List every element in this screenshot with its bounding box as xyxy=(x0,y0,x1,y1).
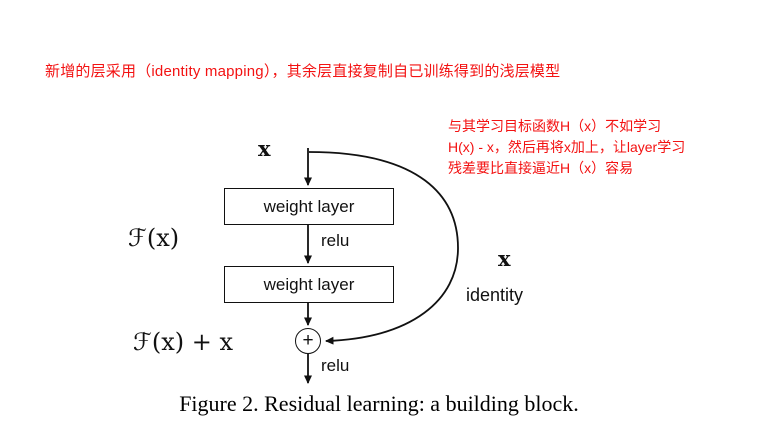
residual-function-label: ℱ(x) xyxy=(128,224,180,252)
relu-label-1: relu xyxy=(321,231,350,250)
side-annotation-line-2: H(x) - x，然后再将x加上，让layer学习 xyxy=(448,139,686,155)
skip-x-label: x xyxy=(498,246,511,271)
top-annotation: 新增的层采用（identity mapping），其余层直接复制自已训练得到的浅… xyxy=(45,63,561,80)
sum-output-label: ℱ(x) + x xyxy=(133,328,234,356)
identity-skip-connection xyxy=(308,151,459,345)
identity-label: identity xyxy=(466,285,524,305)
side-annotation-line-3: 残差要比直接逼近H（x）容易 xyxy=(448,160,634,176)
relu-label-2: relu xyxy=(321,356,350,375)
input-x-label: x xyxy=(258,136,271,161)
weight-layer-2-box: weight layer xyxy=(224,266,394,303)
side-annotation: 与其学习目标函数H（x）不如学习 H(x) - x，然后再将x加上，让layer… xyxy=(448,116,748,179)
side-annotation-line-1: 与其学习目标函数H（x）不如学习 xyxy=(448,118,662,134)
addition-node: + xyxy=(295,328,321,354)
figure-caption: Figure 2. Residual learning: a building … xyxy=(179,391,579,416)
weight-layer-1-box: weight layer xyxy=(224,188,394,225)
